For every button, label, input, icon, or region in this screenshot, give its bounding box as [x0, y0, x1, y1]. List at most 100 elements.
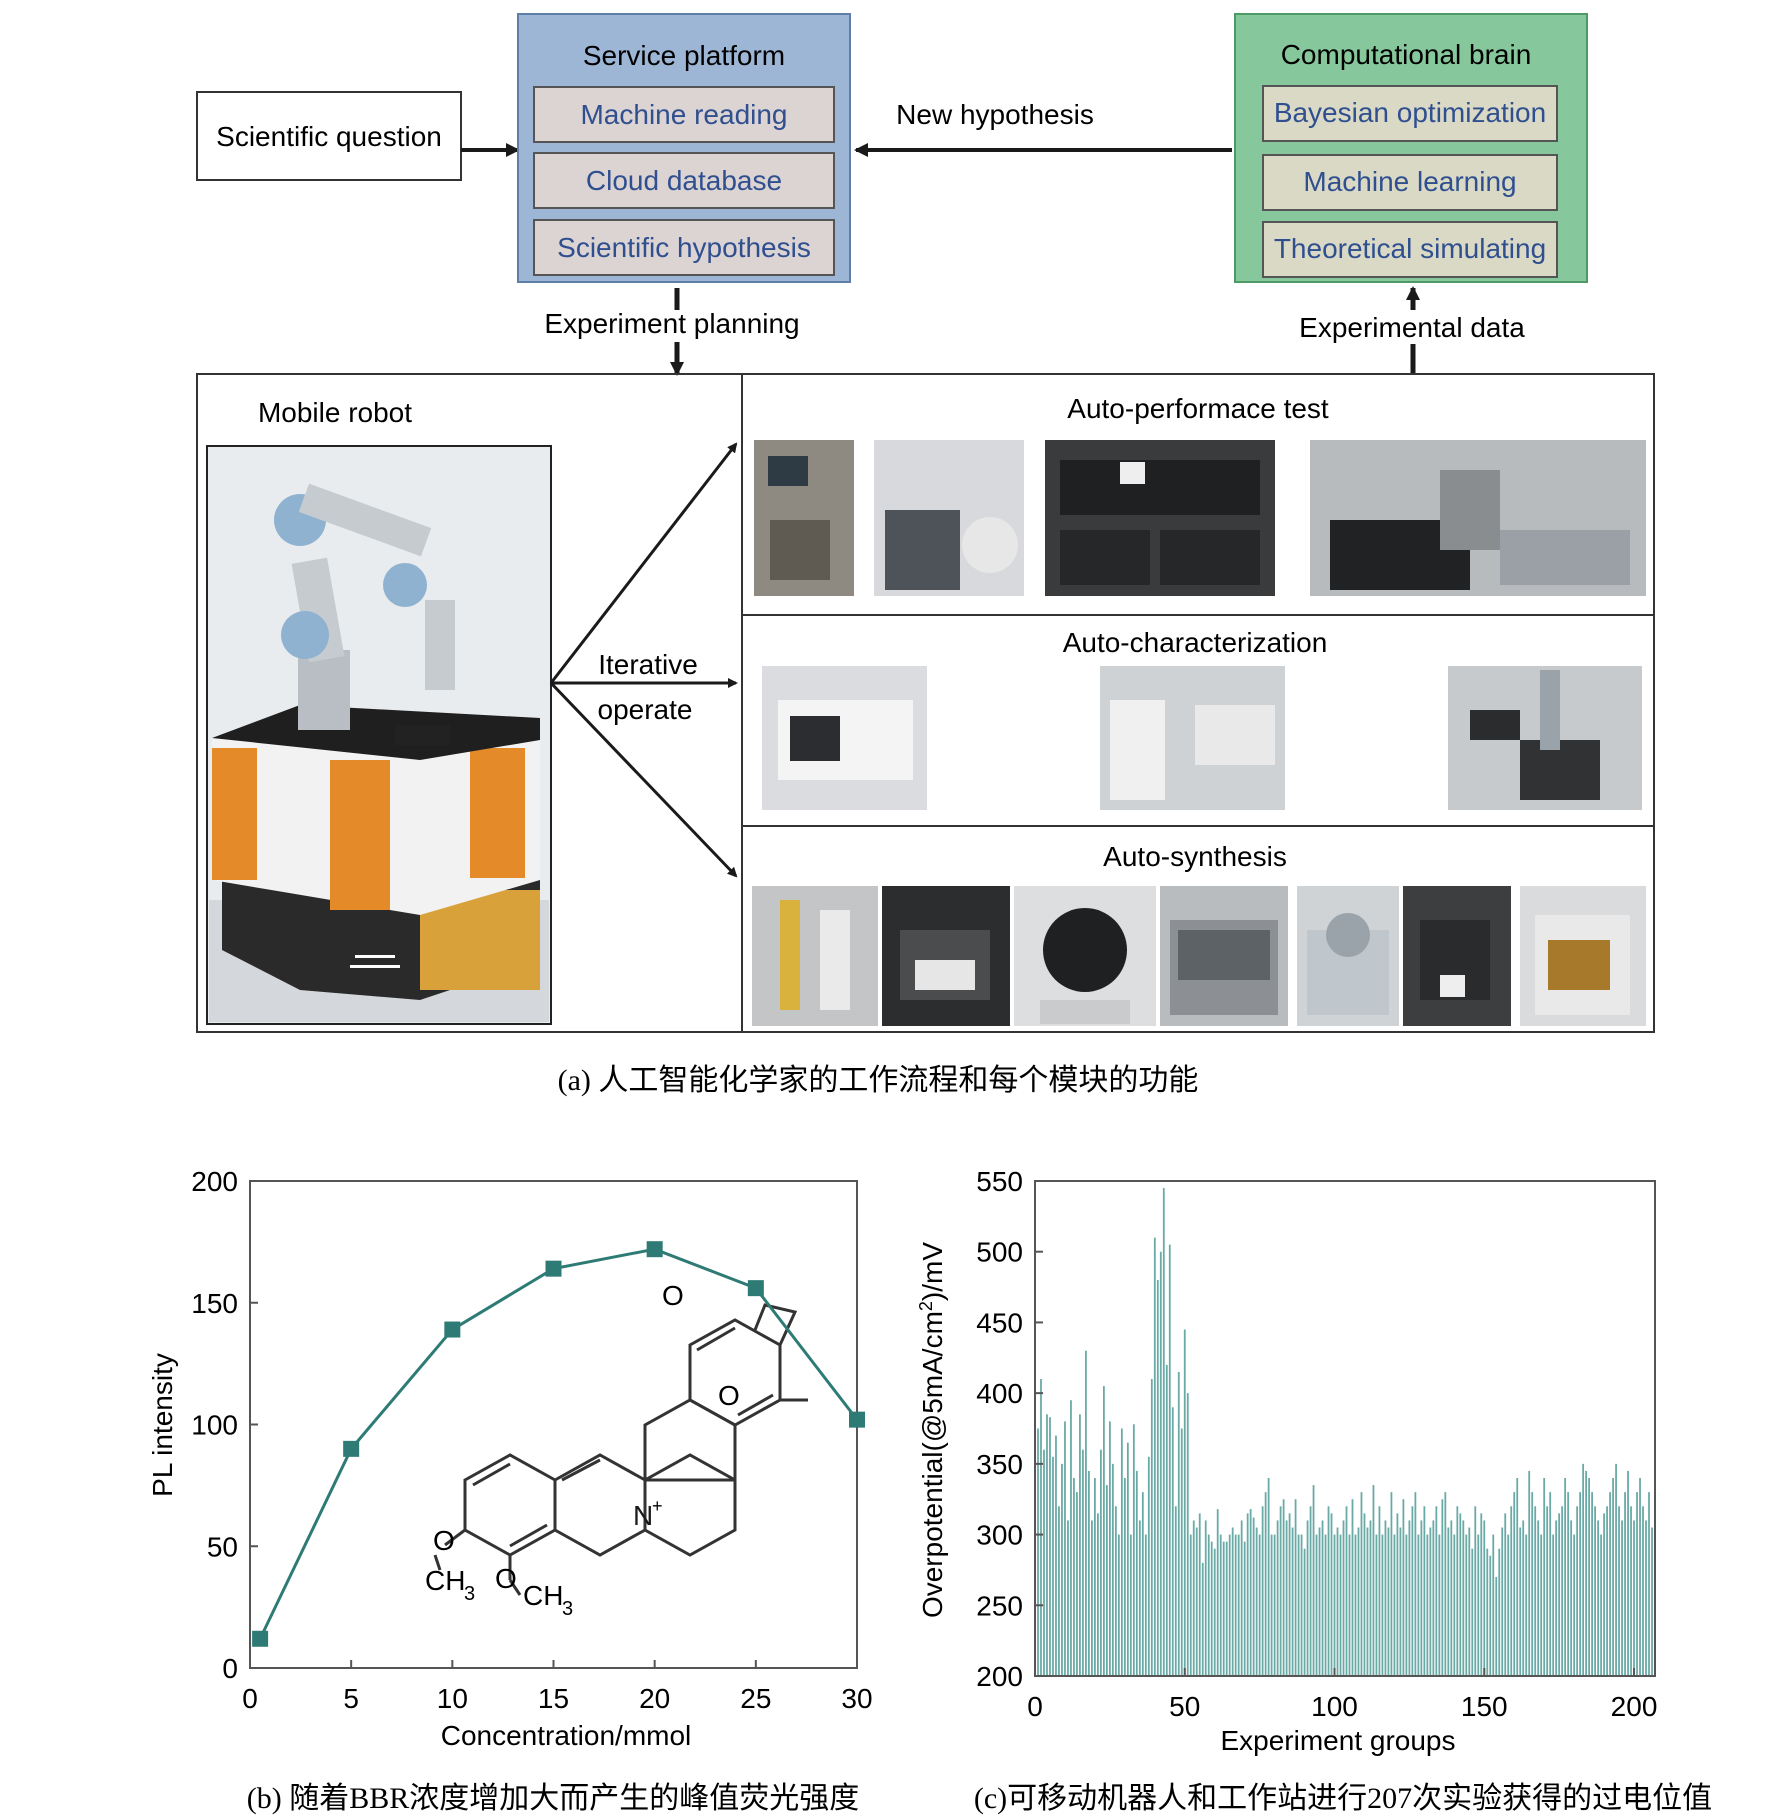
panel-c-bar: [1609, 1492, 1611, 1676]
panel-b-x-axis-label: Concentration/mmol: [441, 1720, 692, 1751]
panel-c-bar: [1225, 1541, 1228, 1676]
panel-c-bar: [1600, 1534, 1602, 1676]
panel-c-bar: [1126, 1442, 1129, 1676]
panel-c-bar: [1465, 1534, 1468, 1676]
panel-c-bar: [1648, 1492, 1650, 1676]
panel-c-bar: [1219, 1534, 1222, 1676]
panel-c-bar: [1546, 1506, 1549, 1676]
panel-c-bar: [1567, 1492, 1570, 1676]
panel-c-bar: [1058, 1506, 1060, 1676]
panel-c-bar: [1210, 1541, 1213, 1676]
panel-c-bar: [1624, 1492, 1626, 1676]
panel-c-bar: [1432, 1520, 1435, 1676]
synthesis-photo-6: [1403, 886, 1511, 1026]
panel-c-bar: [1456, 1506, 1459, 1676]
panel-c-bar: [1192, 1520, 1195, 1676]
panel-c-bar: [1534, 1506, 1537, 1676]
panel-b-data-point: [545, 1260, 562, 1277]
panel-c-bar: [1114, 1506, 1117, 1676]
panel-c-bar: [1450, 1520, 1453, 1676]
service-platform-item-cloud-database: Cloud database: [533, 152, 835, 209]
service-platform-title: Service platform: [583, 40, 785, 71]
panel-c-bar: [1384, 1520, 1387, 1676]
panel-c-bar: [1525, 1534, 1528, 1676]
auto-performance-photos: [754, 440, 1646, 596]
panel-c-bar: [1285, 1520, 1288, 1676]
panel-c-bar: [1165, 1364, 1168, 1676]
characterization-photo-1: [762, 666, 927, 810]
service-platform-item-machine-reading: Machine reading: [533, 86, 835, 143]
panel-c-bar: [1186, 1393, 1189, 1676]
panel-c-bar: [1180, 1428, 1183, 1676]
panel-c-bar: [1279, 1506, 1282, 1676]
panel-c-bar: [1150, 1379, 1153, 1676]
panel-c-bar: [1570, 1520, 1573, 1676]
panel-c-bar: [1049, 1417, 1051, 1676]
panel-c-bar: [1588, 1478, 1591, 1676]
iterative-arrow-up: [549, 442, 738, 684]
operate-label: operate: [598, 694, 693, 725]
panel-c-bar: [1043, 1449, 1045, 1676]
panel-c-bar: [1411, 1506, 1414, 1676]
panel-c-bar: [1312, 1485, 1315, 1676]
panel-c-bar: [1318, 1527, 1321, 1676]
panel-c-bar: [1468, 1527, 1471, 1676]
panel-c-x-tick-label: 0: [1027, 1691, 1043, 1722]
panel-b-x-tick-label: 30: [841, 1683, 872, 1714]
panel-b-y-tick-label: 50: [207, 1531, 238, 1562]
panel-c-bar: [1264, 1492, 1267, 1676]
panel-c-bar: [1201, 1562, 1204, 1676]
characterization-photo-3: [1448, 666, 1642, 810]
panel-c-bar: [1270, 1534, 1273, 1676]
panel-c-bar: [1306, 1520, 1309, 1676]
methoxy-oxygen-1: O: [433, 1525, 455, 1556]
panel-c-bar: [1591, 1492, 1593, 1676]
panel-c-bar: [1540, 1534, 1543, 1676]
panel-c-bar: [1477, 1534, 1480, 1676]
panel-c-caption: (c)可移动机器人和工作站进行207次实验获得的过电位值: [974, 1782, 1712, 1815]
panel-c-bar: [1267, 1478, 1270, 1676]
panel-c-bar: [1111, 1463, 1114, 1676]
panel-b-y-tick-label: 150: [191, 1288, 238, 1319]
computational-brain-box: Computational brain Bayesian optimizatio…: [1234, 13, 1588, 283]
panel-c-bar: [1144, 1534, 1147, 1676]
panel-c-bar: [1444, 1492, 1447, 1676]
panel-b-x-tick-label: 25: [740, 1683, 771, 1714]
panel-c-bar: [1276, 1520, 1279, 1676]
experiment-planning-label: Experiment planning: [544, 308, 799, 339]
panel-c-bar: [1615, 1463, 1617, 1676]
panel-c-bar: [1375, 1534, 1378, 1676]
panel-c-bar: [1393, 1534, 1396, 1676]
panel-c-bar: [1183, 1329, 1186, 1676]
panel-c-bar: [1156, 1280, 1159, 1676]
panel-c-bar: [1198, 1513, 1201, 1676]
panel-c-bar: [1378, 1506, 1381, 1676]
iterative-arrow-down: [549, 681, 738, 878]
panel-b-data-point: [646, 1241, 663, 1258]
panel-c-bar: [1309, 1506, 1312, 1676]
panel-c-bar: [1459, 1513, 1462, 1676]
panel-b-x-tick-label: 10: [437, 1683, 468, 1714]
computational-brain-item-theoretical-simulating: Theoretical simulating: [1262, 221, 1558, 278]
svg-text:Cloud database: Cloud database: [586, 165, 782, 196]
panel-c-bar: [1168, 1244, 1171, 1676]
panel-c-y-tick-label: 300: [976, 1520, 1023, 1551]
panel-c-bar: [1621, 1520, 1623, 1676]
panel-c-bar: [1372, 1485, 1375, 1676]
panel-c-bar: [1141, 1492, 1144, 1676]
panel-c-bar: [1531, 1492, 1534, 1676]
panel-b-data-point: [849, 1411, 865, 1428]
panel-a-caption: (a) 人工智能化学家的工作流程和每个模块的功能: [558, 1064, 1199, 1097]
panel-c-bar: [1573, 1534, 1576, 1676]
panel-c-bar: [1513, 1492, 1516, 1676]
panel-c-bar: [1474, 1506, 1477, 1676]
panel-c-bar: [1441, 1499, 1444, 1676]
panel-c-bar: [1207, 1534, 1210, 1676]
panel-c-bar: [1037, 1428, 1039, 1676]
performance-photo-3: [1045, 440, 1275, 596]
panel-c-bar: [1162, 1188, 1165, 1676]
panel-c-bar: [1504, 1513, 1507, 1676]
panel-a: Scientific question Service platform Mac…: [196, 13, 1655, 1097]
